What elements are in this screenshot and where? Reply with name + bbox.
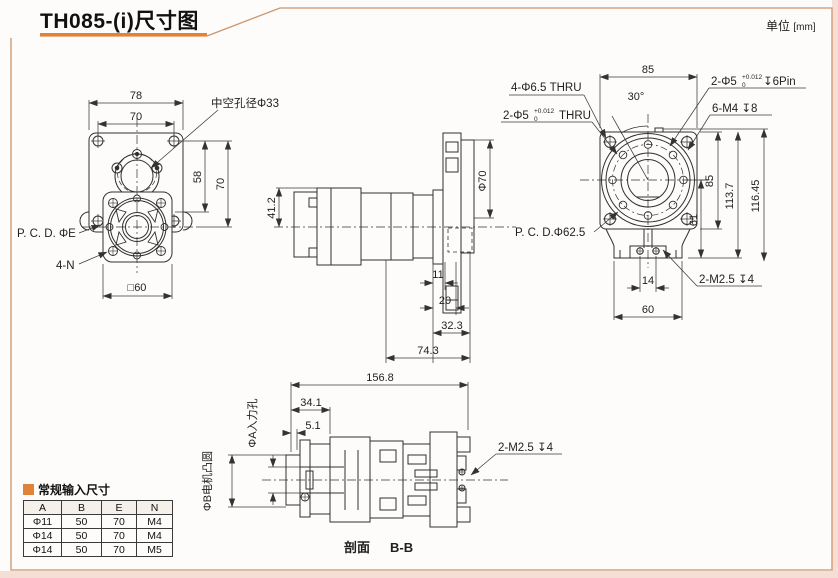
rear-dim-113-7: 113.7 [724,183,736,210]
page-title: TH085-(i)尺寸图 [40,10,199,33]
cell: 70 [101,528,137,543]
section-motor-spigot-label: ΦB电机凸圆 [200,451,214,511]
input-size-table-block: 常规输入尺寸 A B E N Φ11 50 70 M4 [23,482,173,557]
front-dim-58: 58 [192,171,204,183]
col-header-a: A [23,500,62,515]
rear-view-dimensions [501,73,806,321]
section-name: B-B [390,540,413,555]
front-view [79,118,193,273]
side-dim-32-3: 32.3 [441,320,462,332]
rear-dim-60: 60 [642,304,654,316]
rear-dim-116-45: 116.45 [750,180,762,213]
cell: 50 [61,542,102,557]
side-dim-20: 20 [439,295,451,307]
rear-label-dowel-left-prefix: 2-Φ5 [503,110,529,122]
input-size-table: A B E N Φ11 50 70 M4 Φ14 50 70 M4 [23,500,173,557]
table-row: Φ14 50 70 M5 [23,542,173,557]
cell: 50 [61,528,102,543]
rear-dim-61: 61 [688,214,700,226]
rear-view [580,114,716,268]
rear-dim-85-top: 85 [642,64,654,76]
cell: M4 [136,514,173,529]
cell: 70 [101,542,137,557]
rear-tol-sub-left: 0 [534,116,538,123]
table-title: 常规输入尺寸 [38,482,111,497]
unit-value: [mm] [793,22,816,33]
table-row: Φ14 50 70 M4 [23,528,173,543]
title-underline [40,33,207,37]
side-dim-11: 11 [432,269,443,281]
col-header-n: N [136,500,173,515]
section-dim-34-1: 34.1 [300,397,321,409]
section-view [262,431,508,528]
rear-label-dowel-right-prefix: 2-Φ5 [711,76,737,88]
rear-tol-sup-left: +0.012 [534,108,554,115]
table-title-bullet-icon [23,483,34,495]
front-dim-78: 78 [130,90,142,102]
rear-label-m25: 2-M2.5 ↧4 [699,274,755,286]
rear-label-thru: THRU [559,110,591,122]
front-screws-label: 4-N [56,260,75,272]
section-dim-5-1: 5.1 [305,420,320,432]
rear-angle-30: 30° [628,91,645,103]
cell: Φ11 [23,514,62,529]
cell: 70 [101,514,137,529]
section-dim-156-8: 156.8 [366,372,394,384]
col-header-b: B [61,500,102,515]
page-margin-bottom [0,571,838,578]
table-header-row: A B E N [23,500,173,515]
cell: Φ14 [23,542,62,557]
rear-dim-14: 14 [642,275,654,287]
side-view [274,132,516,314]
table-row: Φ11 50 70 M4 [23,514,173,529]
section-caption: 剖面 [344,540,370,555]
rear-tol-sup-right: +0.012 [742,74,762,81]
rear-label-corner-holes: 4-Φ6.5 THRU [511,82,582,94]
cell: M4 [136,528,173,543]
unit-label: 单位 [mm] [766,17,816,34]
rear-label-pin-suffix: ↧6Pin [763,76,796,88]
front-view-dimensions [78,99,232,300]
rear-pcd-label: P. C. D.Φ62.5 [515,227,585,239]
section-view-texts: 156.8 34.1 5.1 ΦA入力孔 ΦB电机凸圆 2-M2.5 ↧4 剖面… [200,372,554,555]
front-view-texts: 78 70 中空孔径Φ33 58 70 P. C. D. ΦE 4-N □60 [17,90,279,294]
page-frame [10,7,833,571]
page-margin-right [832,0,838,578]
col-header-e: E [101,500,137,515]
front-pcd-label: P. C. D. ΦE [17,228,76,240]
rear-view-texts: 85 30° 4-Φ6.5 THRU 2-Φ5 +0.012 0 THRU 2-… [503,64,796,316]
cell: 50 [61,514,102,529]
section-input-bore-label: ΦA入力孔 [246,398,259,447]
front-dim-sq60: □60 [128,282,147,294]
front-dim-70-right: 70 [215,178,227,190]
side-dim-74-3: 74.3 [417,345,438,357]
rear-dim-85-right: 85 [704,175,716,187]
section-view-dimensions [228,381,562,508]
section-label-m25: 2-M2.5 ↧4 [498,442,554,454]
hollow-bore-label: 中空孔径Φ33 [211,96,279,110]
cell: Φ14 [23,528,62,543]
side-dim-41-2: 41.2 [266,197,278,218]
page-frame-border [10,7,833,571]
side-view-texts: 41.2 Φ70 11 20 32.3 74.3 [266,170,489,357]
side-view-dimensions [275,139,494,363]
rear-tol-sub-right: 0 [742,82,746,89]
cell: M5 [136,542,173,557]
unit-text: 单位 [766,19,791,33]
rear-label-tapped-holes: 6-M4 ↧8 [712,103,757,115]
table-title-row: 常规输入尺寸 [23,482,173,497]
side-dim-phi70: Φ70 [477,170,489,191]
front-dim-70-top: 70 [130,111,142,123]
